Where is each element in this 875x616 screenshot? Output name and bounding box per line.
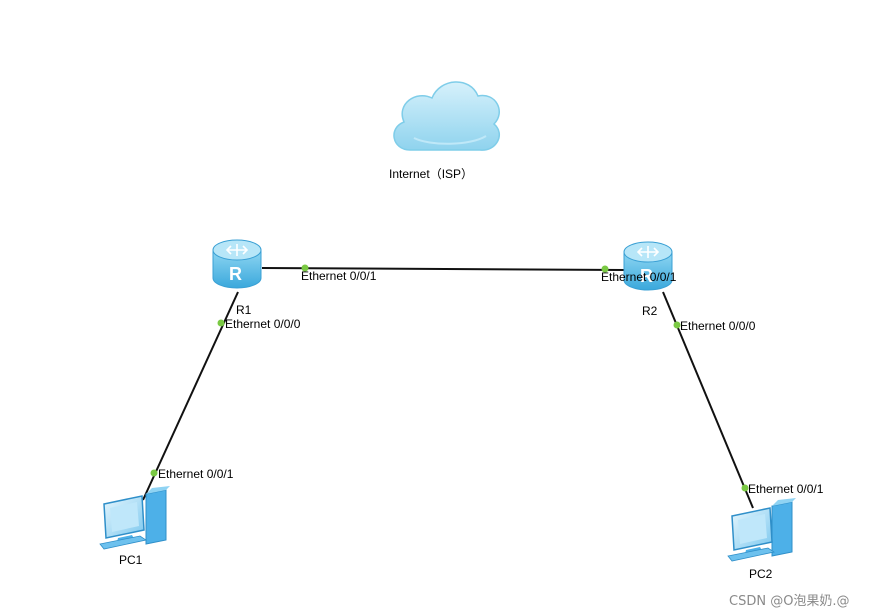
router-letter: R — [229, 264, 242, 284]
router-icon: R — [212, 239, 262, 289]
port-dot-pc1-e001[interactable] — [150, 469, 158, 477]
port-labels: Ethernet 0/0/1 Ethernet 0/0/1 Ethernet 0… — [158, 269, 824, 496]
cloud-icon — [393, 81, 500, 151]
pc-icon — [99, 486, 170, 550]
port-dot-r1-e000[interactable] — [217, 319, 225, 327]
link-r1-pc1[interactable] — [142, 291, 239, 501]
router-r1-label: R1 — [236, 303, 252, 317]
pc-pc2[interactable]: PC2 — [727, 498, 796, 581]
pc1-label: PC1 — [119, 553, 143, 567]
router-r2-label: R2 — [642, 304, 658, 318]
pc-icon — [727, 498, 796, 562]
port-label-r1-e000: Ethernet 0/0/0 — [225, 317, 301, 331]
port-label-r2-e000: Ethernet 0/0/0 — [680, 319, 756, 333]
watermark: CSDN @O泡果奶.@ — [729, 594, 850, 609]
link-r1-r2[interactable] — [261, 267, 625, 271]
router-r2[interactable]: R R2 — [623, 241, 673, 318]
port-dot-pc2-e001[interactable] — [741, 484, 749, 492]
port-label-r2-e001: Ethernet 0/0/1 — [601, 270, 677, 284]
port-dot-r1-e001[interactable] — [301, 264, 309, 272]
pc2-label: PC2 — [749, 567, 773, 581]
router-r1[interactable]: R R1 — [212, 239, 262, 317]
port-label-r1-e001: Ethernet 0/0/1 — [301, 269, 377, 283]
pc-pc1[interactable]: PC1 — [99, 486, 170, 567]
links — [142, 267, 754, 509]
port-label-pc1-e001: Ethernet 0/0/1 — [158, 467, 234, 481]
internet-cloud[interactable]: Internet（ISP） — [389, 81, 500, 181]
port-dot-r2-e001[interactable] — [601, 265, 609, 273]
port-dot-r2-e000[interactable] — [673, 321, 681, 329]
cloud-label: Internet（ISP） — [389, 167, 473, 181]
port-label-pc2-e001: Ethernet 0/0/1 — [748, 482, 824, 496]
port-dots — [150, 264, 749, 492]
router-letter: R — [640, 266, 653, 286]
router-icon: R — [623, 241, 673, 291]
